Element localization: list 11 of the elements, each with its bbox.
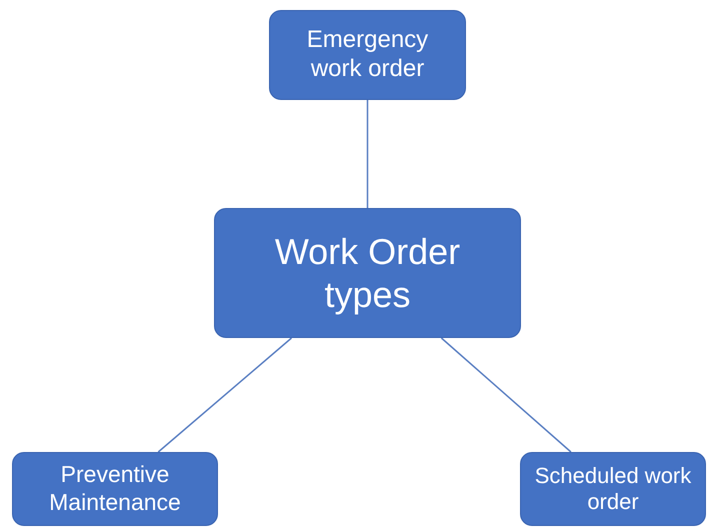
node-label: Preventive Maintenance	[48, 461, 182, 517]
node-label: Work Order types	[274, 230, 462, 316]
node-label: Emergency work order	[306, 26, 430, 84]
process-box	[214, 208, 521, 338]
node-label: Scheduled work order	[534, 462, 692, 516]
connector-line	[158, 337, 292, 453]
process-box	[520, 452, 706, 526]
connector-line	[440, 337, 572, 453]
process-box	[269, 10, 466, 100]
connector-line	[366, 100, 368, 208]
process-box	[12, 452, 218, 526]
